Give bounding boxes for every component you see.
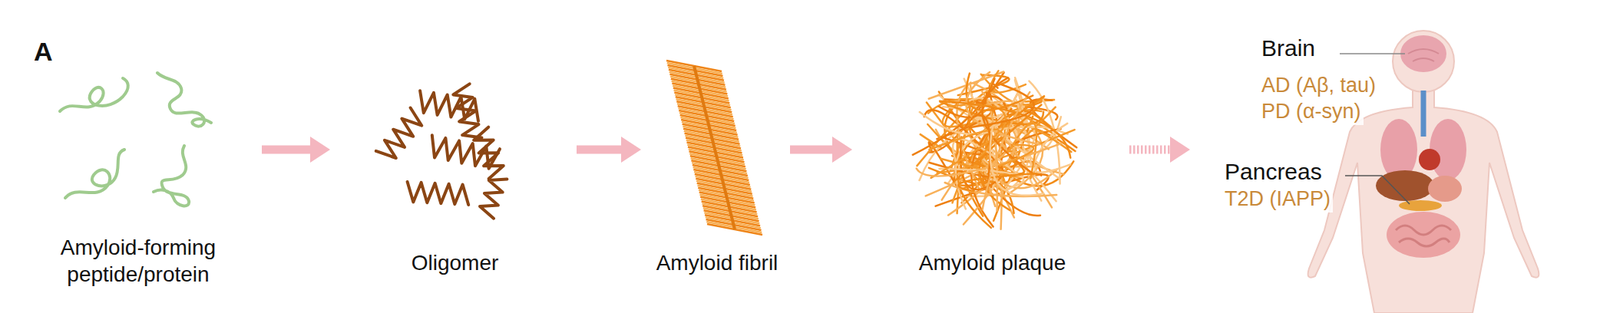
leader-line <box>1345 175 1410 205</box>
disease-label: PD (α-syn) <box>1259 98 1364 126</box>
stage-label: Amyloid plaque <box>859 249 1125 277</box>
stage-node: Amyloid-forming peptide/protein <box>30 46 258 308</box>
fibril-drawing <box>666 60 763 235</box>
oligomer-drawing <box>376 83 508 219</box>
panel-label: A <box>33 36 53 67</box>
plaque-drawing <box>912 70 1078 229</box>
process-arrow <box>1129 136 1191 163</box>
stage-node: Amyloid fibril <box>648 46 786 308</box>
stage-label: Oligomer <box>337 249 572 277</box>
process-arrow <box>261 136 331 163</box>
body-node: Brain AD (Aβ, tau)PD (α-syn) PancreasT2D (… <box>1197 7 1594 308</box>
stage-label: Amyloid-forming peptide/protein <box>38 234 239 288</box>
organ-label: Pancreas <box>1222 158 1325 186</box>
organ-label: Brain <box>1259 34 1318 62</box>
stage-node: Oligomer <box>337 46 572 308</box>
stage-label: Amyloid fibril <box>648 249 786 277</box>
disease-label: AD (Aβ, tau) <box>1259 72 1379 100</box>
leader-line <box>1339 52 1405 55</box>
disease-label: T2D (IAPP) <box>1222 185 1333 213</box>
monomers <box>59 72 212 206</box>
stage-node: Amyloid plaque <box>859 46 1125 308</box>
process-arrow <box>790 136 853 163</box>
process-arrow <box>576 136 642 163</box>
